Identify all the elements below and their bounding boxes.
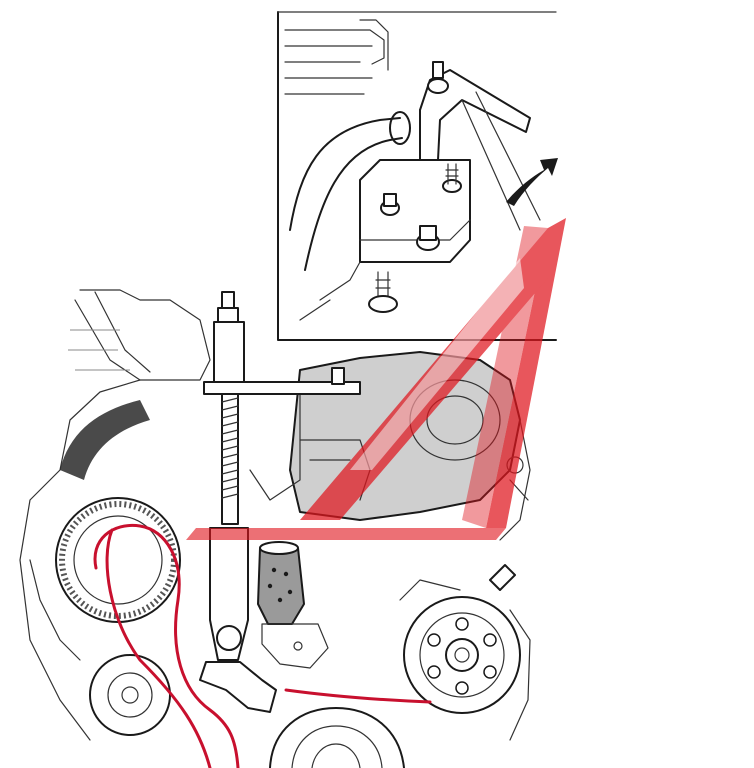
drive-belt: [93, 523, 432, 768]
idler-pulley: [89, 654, 171, 736]
bottom-pulley: [269, 707, 405, 768]
curved-arrow-icon: [506, 158, 558, 206]
water-pump-pulley: [399, 579, 531, 741]
tensioner-tool: [199, 291, 361, 713]
logo-watermark: [186, 218, 566, 540]
tensioner-damper: [257, 541, 329, 669]
stud-icon: [368, 271, 398, 313]
bolt-icon: [380, 193, 400, 216]
crank-pulley: [29, 497, 181, 661]
bolt-icon: [416, 225, 440, 251]
detail-inset: [277, 11, 558, 341]
stud-icon: [442, 163, 462, 193]
